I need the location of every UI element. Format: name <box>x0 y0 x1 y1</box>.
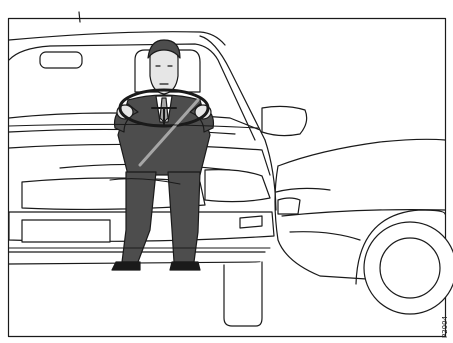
rear-view-mirror <box>40 52 82 68</box>
colliding-car-headlight <box>278 198 300 214</box>
fog-light <box>240 216 262 228</box>
side-mirror <box>262 106 307 135</box>
driver-shoe-left <box>112 262 140 270</box>
driver-shoe-right <box>170 262 200 270</box>
front-tire <box>224 262 262 326</box>
figure-code: P2004 <box>441 316 449 338</box>
license-plate <box>22 220 110 242</box>
